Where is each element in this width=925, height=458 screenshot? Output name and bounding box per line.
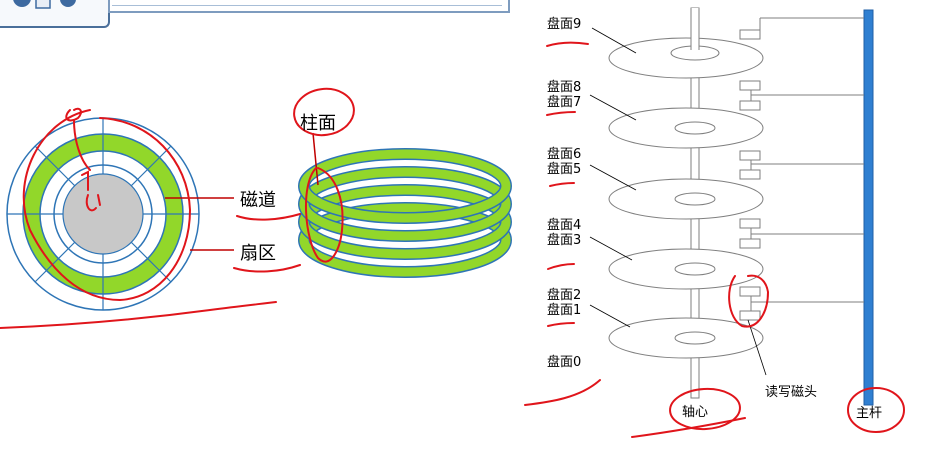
platter-label-8: 盘面8 [547,80,582,95]
platter-label-3: 盘面3 [547,233,582,248]
axis-label: 轴心 [682,405,709,420]
main-pole [863,9,874,406]
avatar-icon [13,0,76,9]
track-label: 磁道 [237,185,279,213]
platter-label-6: 盘面6 [547,147,582,162]
window-top-bar-line [112,0,502,6]
read-write-head-label: 读写磁头 [765,385,818,400]
platter-leader-lines [589,27,767,376]
platter-stack [589,7,874,406]
cylinder-stack [298,132,512,278]
disk-surface [6,117,234,311]
platter-label-1: 盘面1 [547,303,582,318]
platter-label-7: 盘面7 [547,95,582,110]
platter-label-5: 盘面5 [547,162,582,177]
platter-label-2: 盘面2 [547,288,582,303]
platter-label-4: 盘面4 [547,218,582,233]
main-pole-label: 主杆 [856,406,883,421]
read-write-heads [739,17,864,321]
platter-label-9: 盘面9 [547,17,582,32]
window-top-bar [108,0,510,13]
platter-label-0: 盘面0 [547,355,582,370]
sector-label: 扇区 [237,238,279,266]
cylinder-label: 柱面 [300,113,336,134]
handwritten-annotations [0,41,905,438]
cylinder-pointer [312,132,319,186]
